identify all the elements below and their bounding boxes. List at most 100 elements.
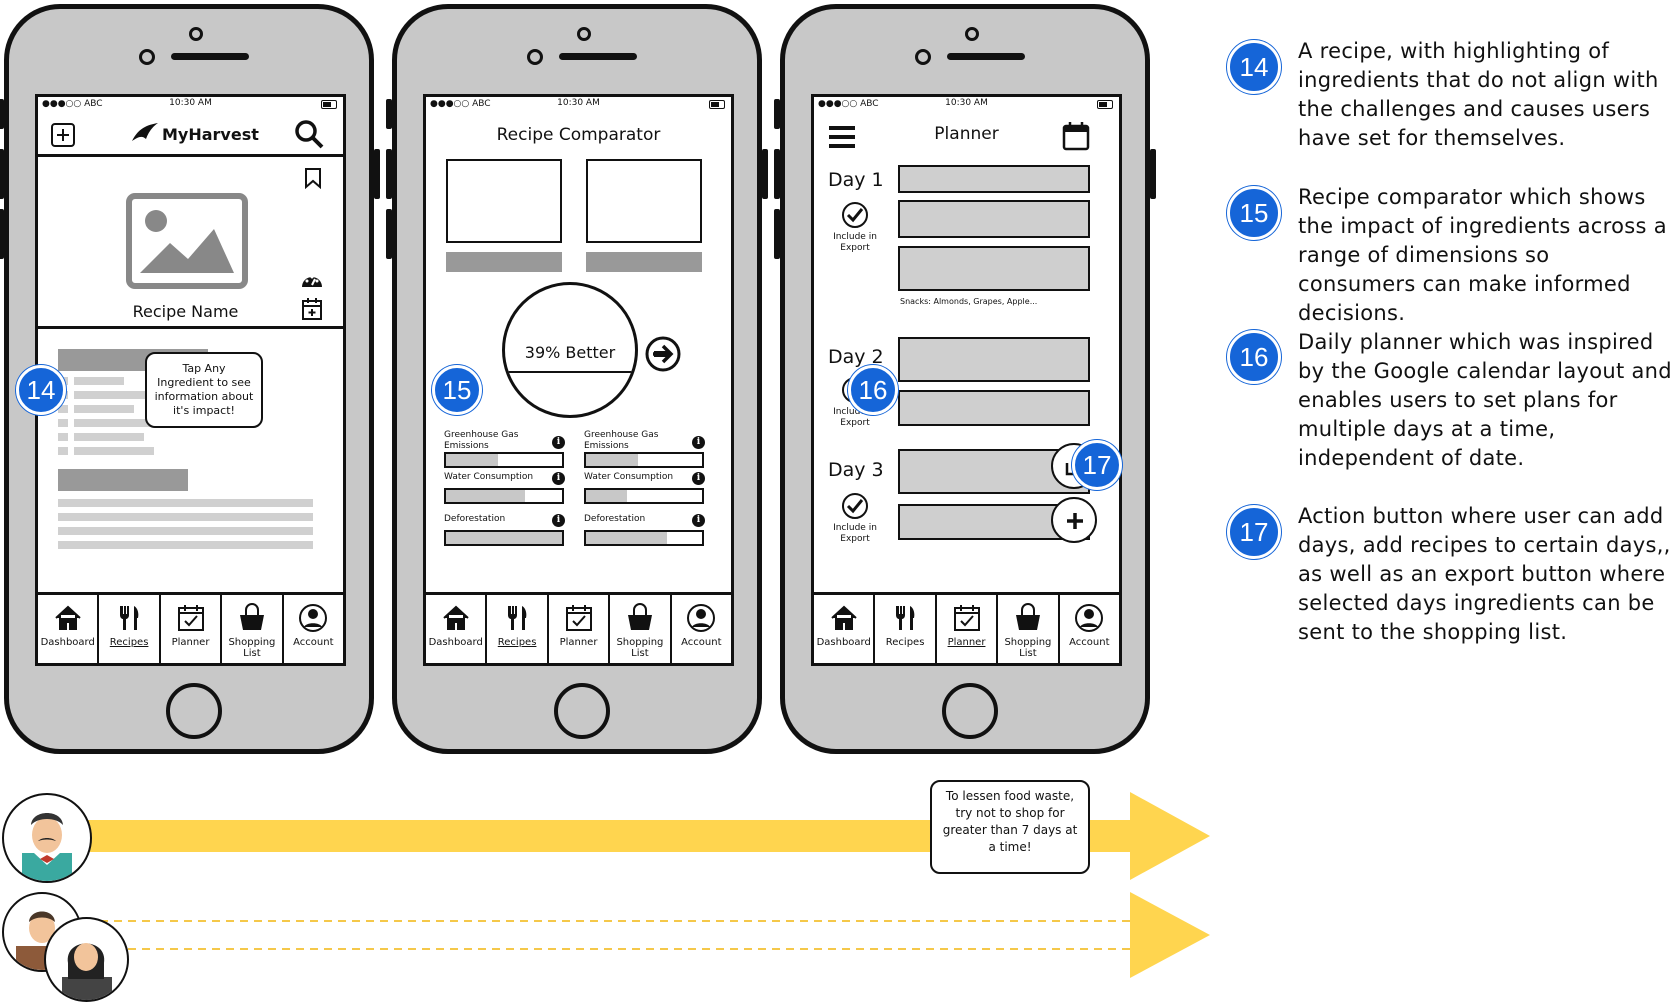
fork-knife-icon — [896, 606, 915, 630]
day-3-label: Day 3 — [828, 459, 884, 481]
recipe-hero[interactable]: Recipe Name — [38, 154, 343, 329]
tab-label: Shopping List — [616, 637, 664, 659]
tab-bar: Dashboard Recipes Planner Shopping List … — [814, 592, 1119, 663]
leaf-logo-icon — [132, 123, 158, 141]
add-icon[interactable] — [50, 122, 76, 148]
home-button[interactable] — [166, 683, 222, 739]
tab-label: Account — [681, 637, 722, 648]
info-icon[interactable]: i — [552, 514, 565, 527]
metric-label: Water Consumption — [444, 472, 534, 482]
gauge-icon[interactable] — [300, 269, 324, 289]
phone-recipe: ●●●○○ ABC 10:30 AM MyHarvest Recipe Name — [0, 4, 380, 754]
info-icon[interactable]: i — [552, 436, 565, 449]
day-1-slot[interactable] — [898, 246, 1090, 291]
tab-shopping-list[interactable]: Shopping List — [222, 595, 284, 663]
tab-planner[interactable]: Planner — [161, 595, 223, 663]
proximity-sensor — [189, 27, 203, 41]
tab-account[interactable]: Account — [284, 595, 343, 663]
home-button[interactable] — [942, 683, 998, 739]
menu-icon[interactable] — [828, 125, 856, 149]
speaker — [947, 53, 1025, 60]
day-2-slot[interactable] — [898, 390, 1090, 426]
info-icon[interactable]: i — [692, 436, 705, 449]
metric-label: Greenhouse Gas Emissions — [444, 430, 519, 451]
metric-label: Water Consumption — [584, 472, 674, 482]
status-time: 10:30 AM — [557, 98, 600, 108]
info-icon[interactable]: i — [552, 472, 565, 485]
include-export-label: Include in Export — [833, 407, 877, 428]
recipe-b-image[interactable] — [586, 159, 702, 243]
page-title: Recipe Comparator — [496, 125, 661, 145]
timeline-tip-bubble: To lessen food waste, try not to shop fo… — [930, 780, 1090, 874]
calendar-check-icon — [177, 605, 204, 631]
info-icon[interactable]: i — [692, 514, 705, 527]
day-1-include-checkbox[interactable] — [842, 202, 868, 228]
tab-recipes[interactable]: Recipes — [487, 595, 549, 663]
tab-dashboard[interactable]: Dashboard — [426, 595, 488, 663]
speaker — [171, 53, 249, 60]
screen: ●●●○○ ABC 10:30 AM MyHarvest Recipe Name — [35, 94, 346, 666]
tab-label: Planner — [947, 637, 986, 648]
tab-account[interactable]: Account — [672, 595, 731, 663]
home-icon — [831, 605, 857, 630]
phone-planner: ●●●○○ ABC 10:30 AM Planner Day 1 Include… — [774, 4, 1156, 754]
account-icon — [299, 604, 328, 632]
calendar-add-icon[interactable] — [301, 297, 323, 321]
home-icon — [443, 605, 469, 630]
tab-dashboard[interactable]: Dashboard — [38, 595, 100, 663]
metric-bar-fill — [446, 454, 499, 466]
tab-dashboard[interactable]: Dashboard — [814, 595, 876, 663]
next-arrow-icon[interactable] — [644, 335, 682, 373]
tab-label: Dashboard — [40, 637, 95, 648]
home-icon — [55, 605, 81, 630]
add-action-button[interactable] — [1051, 497, 1097, 543]
camera-icon — [527, 49, 543, 65]
metric-bar-fill — [446, 490, 525, 502]
tab-planner[interactable]: Planner — [937, 595, 999, 663]
metric-bar-fill — [586, 454, 639, 466]
shopping-bag-icon — [627, 603, 652, 630]
battery-icon — [709, 100, 725, 109]
tab-label: Dashboard — [816, 637, 871, 648]
page-title: Planner — [934, 124, 999, 144]
signal-carrier: ●●●○○ ABC — [430, 99, 491, 109]
day-1-slot[interactable] — [898, 200, 1090, 238]
note-16: Daily planner which was inspired by the … — [1298, 330, 1672, 470]
info-icon[interactable]: i — [692, 472, 705, 485]
day-3-include-checkbox[interactable] — [842, 493, 868, 519]
tab-shopping-list[interactable]: Shopping List — [610, 595, 672, 663]
account-icon — [687, 604, 716, 632]
day-1-slot[interactable] — [898, 165, 1090, 193]
note-15: Recipe comparator which shows the impact… — [1298, 185, 1667, 325]
metric-bar — [584, 488, 704, 504]
metric-bar-fill — [586, 532, 668, 544]
badge-16-phone: 16 — [848, 365, 898, 415]
tab-label: Planner — [559, 637, 598, 648]
battery-icon — [321, 100, 337, 109]
score-circle: 39% Better — [502, 282, 638, 418]
tab-account[interactable]: Account — [1060, 595, 1119, 663]
tab-label: Shopping List — [228, 637, 276, 659]
home-button[interactable] — [554, 683, 610, 739]
tab-recipes[interactable]: Recipes — [99, 595, 161, 663]
recipe-a-image[interactable] — [446, 159, 562, 243]
tab-recipes[interactable]: Recipes — [875, 595, 937, 663]
proximity-sensor — [577, 27, 591, 41]
tab-planner[interactable]: Planner — [549, 595, 611, 663]
day-2-slot[interactable] — [898, 337, 1090, 382]
metric-bar — [444, 452, 564, 468]
tab-shopping-list[interactable]: Shopping List — [998, 595, 1060, 663]
include-export-label: Include in Export — [833, 523, 877, 544]
ingredient-tooltip: Tap Any Ingredient to see information ab… — [145, 352, 263, 428]
metric-bar-fill — [586, 490, 627, 502]
search-icon[interactable] — [294, 119, 324, 149]
status-time: 10:30 AM — [169, 98, 212, 108]
snacks-text: Snacks: Almonds, Grapes, Apple... — [900, 297, 1038, 306]
shopping-bag-icon — [239, 603, 264, 630]
calendar-icon[interactable] — [1062, 121, 1090, 151]
include-export-label: Include in Export — [833, 232, 877, 253]
bookmark-icon[interactable] — [304, 167, 322, 189]
app-name: MyHarvest — [162, 125, 259, 144]
badge-15: 15 — [1227, 186, 1281, 240]
calendar-check-icon — [953, 605, 980, 631]
